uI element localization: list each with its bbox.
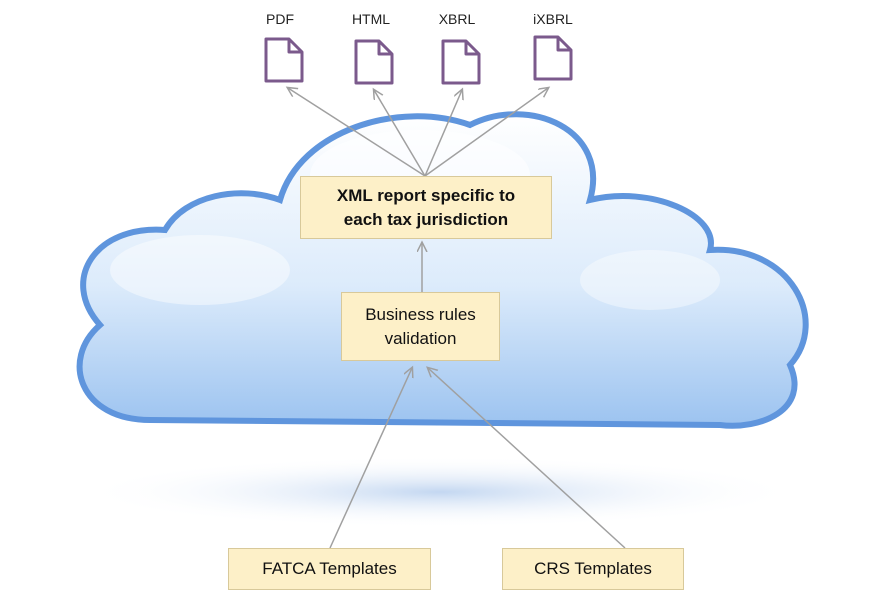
document-icon	[441, 39, 481, 85]
xml-report-line1: XML report specific to	[336, 185, 516, 205]
arrow-crs-to-validation	[428, 368, 626, 549]
document-icon	[264, 37, 304, 83]
arrow-fatca-to-validation	[329, 368, 412, 549]
format-label-html: HTML	[351, 11, 391, 27]
xml-report-box: XML report specific to each tax jurisdic…	[300, 176, 552, 239]
crs-templates-box: CRS Templates	[502, 548, 684, 590]
cloud-shape	[76, 111, 809, 429]
document-icon	[354, 39, 394, 85]
arrow-to-html	[374, 90, 426, 177]
format-label-ixbrl: iXBRL	[533, 11, 573, 27]
arrow-to-ixbrl	[424, 88, 548, 177]
format-label-pdf: PDF	[266, 11, 294, 27]
xml-report-line2: each tax jurisdiction	[343, 209, 509, 229]
format-label-xbrl: XBRL	[438, 11, 476, 27]
validation-line2: validation	[384, 328, 457, 348]
output-arrows	[288, 88, 626, 549]
validation-line1: Business rules	[365, 304, 476, 324]
arrow-to-pdf	[288, 88, 426, 177]
crs-templates-label: CRS Templates	[534, 559, 652, 578]
fatca-templates-box: FATCA Templates	[228, 548, 431, 590]
fatca-templates-label: FATCA Templates	[262, 559, 397, 578]
cloud-shadow	[80, 456, 800, 528]
arrow-to-xbrl	[424, 90, 462, 177]
validation-box: Business rules validation	[341, 292, 500, 361]
document-icon	[533, 35, 573, 81]
